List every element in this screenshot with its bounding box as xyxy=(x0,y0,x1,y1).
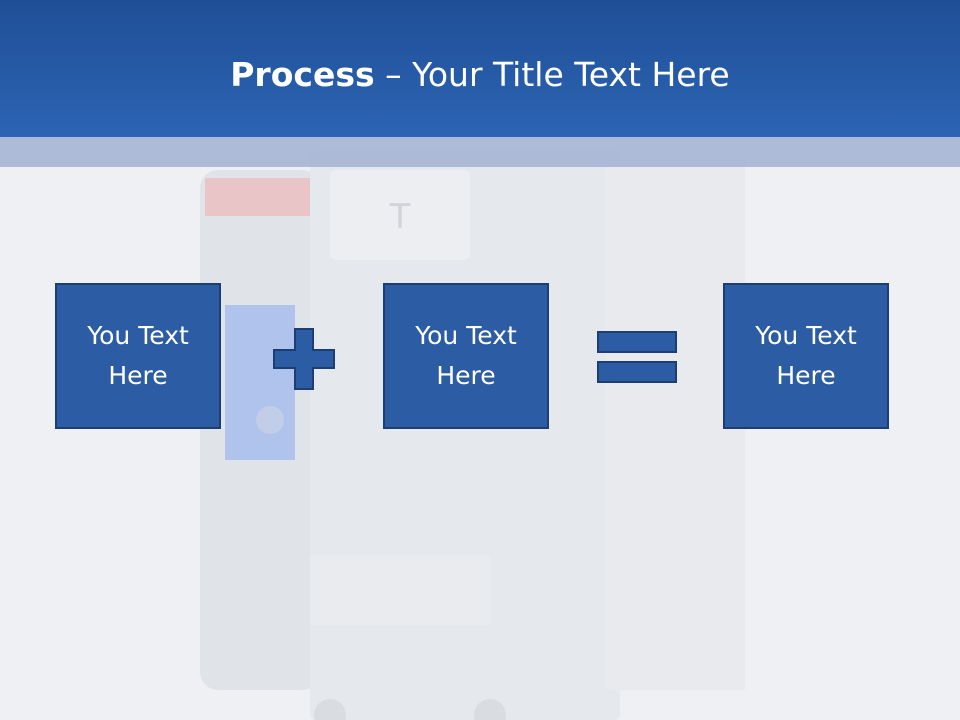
box-2-line-2: Here xyxy=(436,361,496,390)
box-1-line-1: You Text xyxy=(87,321,189,350)
title-bar xyxy=(0,0,960,137)
box-1-line-2: Here xyxy=(108,361,168,390)
equals-icon xyxy=(597,331,677,383)
plus-icon xyxy=(273,328,335,390)
slide-title: Process – Your Title Text Here xyxy=(0,54,960,96)
title-sub-band xyxy=(0,137,960,167)
box-2-line-1: You Text xyxy=(415,321,517,350)
title-rest: – Your Title Text Here xyxy=(374,55,730,94)
title-bold: Process xyxy=(230,55,375,94)
box-3-line-2: Here xyxy=(776,361,836,390)
breaker-label: T xyxy=(389,197,411,237)
box-3-line-1: You Text xyxy=(755,321,857,350)
